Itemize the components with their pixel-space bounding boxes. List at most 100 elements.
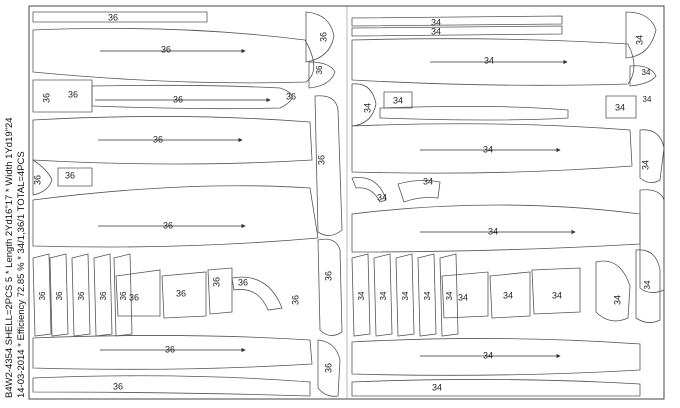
small-piece — [629, 65, 657, 87]
hem-piece — [32, 335, 313, 370]
collar-piece — [32, 375, 311, 397]
small-piece — [625, 11, 657, 59]
size-label: 34 — [401, 291, 410, 300]
size-label: 36 — [165, 344, 175, 354]
size-label: 34 — [612, 295, 622, 305]
size-label: 34 — [445, 291, 454, 300]
size-label: 34 — [634, 35, 644, 45]
size-label: 36 — [108, 12, 118, 22]
size-label: 36 — [55, 291, 64, 300]
size-label: 36 — [161, 44, 171, 54]
size-label: 34 — [488, 226, 498, 236]
size-label: 36 — [68, 89, 78, 99]
size-label: 34 — [643, 95, 652, 104]
small-piece — [207, 267, 233, 315]
small-piece — [605, 95, 637, 119]
side-panel — [635, 249, 661, 323]
side-panel — [317, 238, 343, 336]
small-piece — [383, 91, 413, 109]
size-label: 36 — [238, 277, 248, 287]
size-label: 34 — [640, 160, 650, 170]
size-label: 34 — [362, 103, 372, 113]
strip-piece — [379, 106, 569, 121]
curved-piece — [351, 177, 387, 203]
small-piece — [308, 61, 336, 89]
size-label: 36 — [211, 277, 221, 287]
strip-piece — [439, 253, 459, 337]
small-piece — [639, 129, 665, 183]
back-piece — [32, 116, 313, 165]
size-label: 36 — [32, 175, 42, 185]
collar-piece — [32, 11, 208, 23]
size-label: 36 — [316, 155, 326, 165]
small-piece — [351, 83, 377, 127]
size-label: 36 — [176, 288, 186, 298]
size-label: 34 — [432, 382, 442, 392]
collar-piece — [351, 379, 641, 397]
size-label: 34 — [503, 290, 513, 300]
size-label: 36 — [99, 291, 108, 300]
sleeve-piece — [91, 84, 293, 110]
size-label: 36 — [129, 292, 139, 302]
size-label: 36 — [173, 94, 183, 104]
small-piece — [305, 11, 335, 63]
size-label: 36 — [38, 291, 47, 300]
curved-piece — [397, 180, 441, 203]
size-label: 34 — [552, 290, 562, 300]
size-label: 36 — [119, 291, 128, 300]
strip-piece — [93, 253, 113, 337]
small-piece — [489, 271, 531, 319]
strip-piece — [395, 253, 415, 337]
size-label: 36 — [113, 381, 123, 391]
size-label: 34 — [643, 280, 652, 289]
small-piece — [32, 159, 53, 196]
size-label: 34 — [483, 350, 493, 360]
size-label: 34 — [484, 55, 494, 65]
back-piece — [351, 123, 633, 174]
size-label: 34 — [393, 95, 403, 105]
small-piece — [317, 339, 341, 397]
front-panel-piece — [32, 185, 319, 248]
small-piece — [57, 167, 93, 187]
strip-piece — [373, 253, 393, 337]
size-label: 34 — [458, 292, 468, 302]
collar-piece — [351, 15, 563, 27]
size-label: 34 — [615, 102, 625, 112]
hem-piece — [351, 338, 641, 376]
side-panel — [314, 95, 343, 236]
size-label: 36 — [41, 93, 51, 103]
size-label: 36 — [65, 170, 75, 180]
small-piece — [441, 271, 489, 319]
size-label: 34 — [377, 192, 387, 202]
strip-piece — [49, 253, 69, 337]
curved-piece — [595, 260, 631, 322]
pocket-piece — [32, 79, 93, 113]
front-body-piece — [351, 38, 635, 86]
strip-piece — [32, 253, 52, 337]
size-label: 36 — [290, 295, 300, 305]
size-label: 36 — [77, 291, 86, 300]
size-label: 34 — [431, 17, 441, 27]
side-panel — [639, 189, 665, 293]
size-label: 36 — [315, 65, 324, 74]
size-label: 34 — [431, 26, 441, 36]
small-piece — [531, 267, 581, 315]
curved-piece — [231, 276, 283, 311]
size-label: 34 — [483, 144, 493, 154]
size-label: 36 — [323, 363, 333, 373]
small-piece — [161, 271, 207, 319]
size-label: 36 — [163, 220, 173, 230]
strip-piece — [417, 253, 437, 337]
front-body-piece — [32, 27, 315, 84]
size-label: 34 — [423, 291, 432, 300]
small-piece — [115, 269, 161, 317]
size-label: 36 — [286, 91, 296, 101]
size-label: 34 — [642, 68, 651, 77]
strip-piece — [351, 253, 371, 337]
size-label: 36 — [323, 271, 333, 281]
size-label: 34 — [423, 176, 433, 186]
strip-piece — [113, 253, 133, 337]
size-label: 36 — [318, 32, 328, 42]
size-label: 34 — [379, 291, 388, 300]
strip-piece — [71, 253, 91, 337]
